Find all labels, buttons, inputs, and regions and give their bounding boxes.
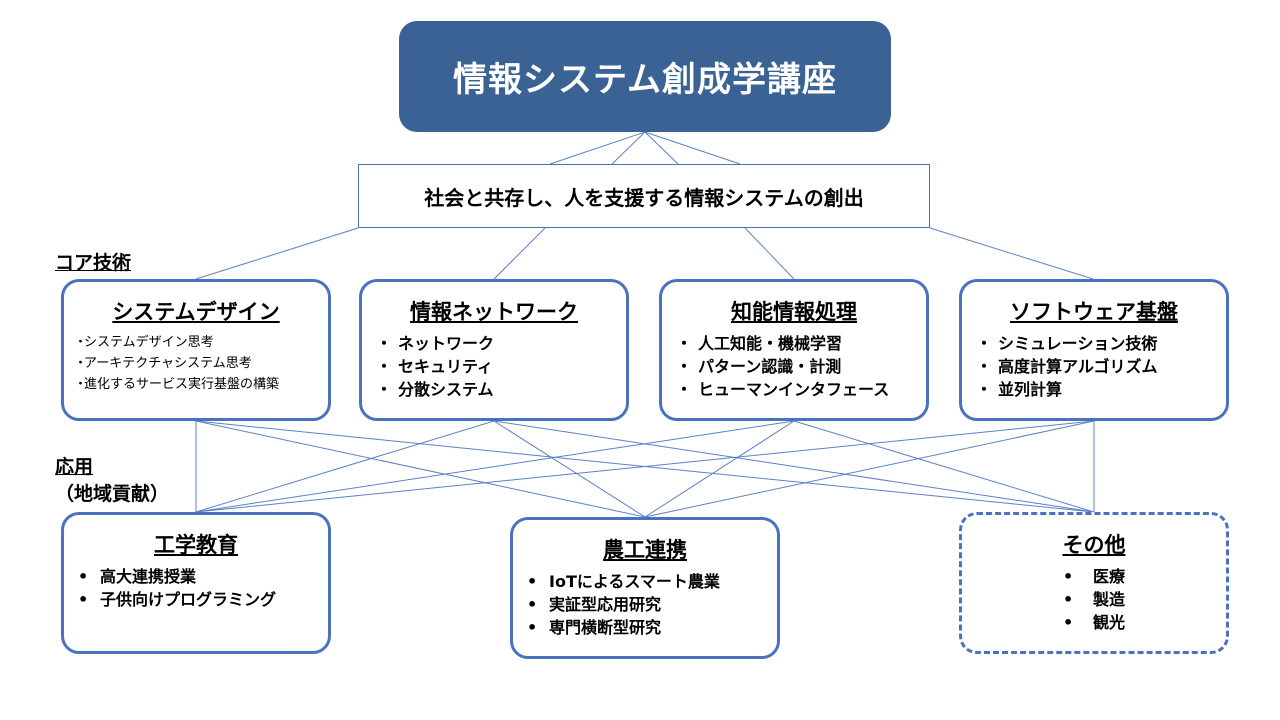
- list-item: •高大連携授業: [78, 567, 197, 586]
- list-item: ・高度計算アルゴリズム: [976, 357, 1158, 376]
- app-box-agri-engineering: 農工連携 •IoTによるスマート農業 •実証型応用研究 •専門横断型研究: [510, 517, 780, 659]
- list-item: ・アーキテクチャシステム思考: [74, 356, 252, 371]
- list-item: ・並列計算: [976, 380, 1063, 399]
- list-item: •IoTによるスマート農業: [527, 572, 720, 591]
- list-item: ・システムデザイン思考: [74, 335, 214, 350]
- connector-line: [744, 227, 795, 280]
- list-item: ・分散システム: [376, 380, 494, 399]
- connector-line: [644, 131, 741, 165]
- connector-line: [195, 227, 359, 280]
- list-item: •実証型応用研究: [527, 595, 662, 614]
- list-item: •製造: [1062, 590, 1125, 609]
- app-box-title: 農工連携: [603, 538, 687, 562]
- connector-line: [493, 227, 546, 280]
- list-item: ・ヒューマンインタフェース: [676, 380, 890, 399]
- list-item: ・人工知能・機械学習: [676, 334, 843, 353]
- lab-title: 情報システム創成学講座: [399, 21, 891, 132]
- connector-line: [644, 420, 1095, 518]
- connector-line: [611, 131, 646, 165]
- core-box-title: ソフトウェア基盤: [1010, 300, 1178, 324]
- core-box-info-network: 情報ネットワーク ・ネットワーク ・セキュリティ ・分散システム: [359, 279, 629, 421]
- list-item: •医療: [1062, 567, 1125, 586]
- core-box-software-platform: ソフトウェア基盤 ・シミュレーション技術 ・高度計算アルゴリズム ・並列計算: [959, 279, 1229, 421]
- core-box-title: 知能情報処理: [731, 300, 857, 324]
- core-tech-label: コア技術: [55, 252, 132, 274]
- application-label: 応用: [55, 456, 94, 478]
- application-sub-label: （地域貢献）: [55, 483, 170, 505]
- connector-line: [195, 420, 646, 518]
- app-box-title: その他: [1062, 533, 1126, 557]
- list-item: ・パターン認識・計測: [676, 357, 842, 376]
- connector-line: [644, 420, 795, 518]
- connector-line: [793, 420, 1095, 513]
- list-item: •専門横断型研究: [527, 618, 662, 637]
- list-item: ・進化するサービス実行基盤の構築: [74, 377, 280, 392]
- connector-line: [493, 420, 1095, 513]
- connector-line: [195, 420, 1095, 513]
- core-box-system-design: システムデザイン ・システムデザイン思考 ・アーキテクチャシステム思考 ・進化す…: [61, 279, 331, 421]
- connector-line: [195, 420, 495, 513]
- list-item: •子供向けプログラミング: [78, 590, 277, 609]
- connector-line: [493, 420, 646, 518]
- core-box-intelligent-info: 知能情報処理 ・人工知能・機械学習 ・パターン認識・計測 ・ヒューマンインタフェ…: [659, 279, 929, 421]
- list-item: ・シミュレーション技術: [976, 334, 1158, 353]
- list-item: ・セキュリティ: [376, 357, 494, 376]
- app-box-title: 工学教育: [154, 533, 238, 557]
- connector-line: [644, 131, 679, 165]
- core-box-title: システムデザイン: [112, 300, 280, 324]
- connector-line: [929, 227, 1094, 280]
- app-box-other: その他 •医療 •製造 •観光: [959, 512, 1229, 654]
- list-item: •観光: [1062, 613, 1125, 632]
- connector-line: [195, 420, 795, 513]
- app-box-engineering-education: 工学教育 •高大連携授業 •子供向けプログラミング: [61, 512, 331, 654]
- mission-statement: 社会と共存し、人を支援する情報システムの創出: [358, 164, 930, 228]
- core-box-title: 情報ネットワーク: [410, 300, 578, 324]
- list-item: ・ネットワーク: [376, 334, 495, 353]
- connector-line: [549, 131, 646, 165]
